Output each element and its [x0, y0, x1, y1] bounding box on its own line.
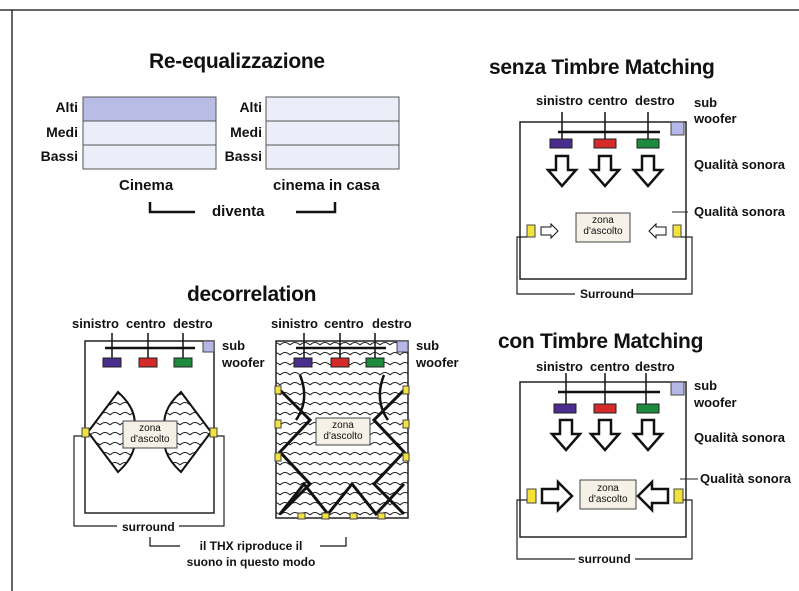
cinema-row-medi: Medi — [46, 124, 78, 140]
home-row-alti: Alti — [239, 99, 262, 115]
cinema-row-alti: Alti — [55, 99, 78, 115]
thx-caption: il THX riproduce il suono in questo modo — [184, 538, 318, 570]
with-tm-sub: sub — [694, 378, 718, 393]
without-tm-zone: zona d'ascolto — [576, 215, 630, 237]
zone-line-1: zona — [332, 420, 354, 431]
with-tm-title: con Timbre Matching — [498, 330, 704, 353]
decor-label-right: destro — [173, 316, 213, 331]
with-tm-label-center: centro — [590, 359, 630, 374]
thx-woofer: woofer — [416, 355, 459, 370]
without-tm-title: senza Timbre Matching — [489, 56, 715, 79]
with-tm-quality-side: Qualità sonora — [700, 471, 792, 486]
home-cinema-label: cinema in casa — [273, 177, 380, 194]
diventa-bracket — [148, 202, 337, 214]
without-tm-quality-front: Qualità sonora — [694, 157, 786, 172]
decor-woofer: woofer — [222, 355, 265, 370]
reeq-title: Re-equalizzazione — [149, 50, 325, 73]
with-tm-quality-front: Qualità sonora — [694, 430, 786, 445]
cinema-label: Cinema — [119, 177, 174, 194]
without-tm-surround: Surround — [580, 287, 634, 301]
decor-surround: surround — [122, 520, 175, 534]
home-row-medi: Medi — [230, 124, 262, 140]
thx-caption-line-2: suono in questo modo — [186, 555, 316, 569]
with-tm-woofer: woofer — [694, 395, 737, 410]
without-tm-quality-side: Qualità sonora — [694, 204, 786, 219]
zone-line-2: d'ascolto — [130, 434, 170, 445]
decor-label-center: centro — [126, 316, 166, 331]
outer-frame — [0, 9, 799, 591]
thx-diagram — [274, 333, 410, 520]
thx-label-center: centro — [324, 316, 364, 331]
zone-line-1: zona — [597, 483, 619, 494]
decorrelation-title: decorrelation — [187, 283, 317, 306]
zone-line-2: d'ascolto — [583, 226, 623, 237]
reeq-home-table — [265, 96, 400, 170]
zone-line-2: d'ascolto — [323, 431, 363, 442]
thx-sub: sub — [416, 338, 440, 353]
diventa-label: diventa — [212, 203, 265, 220]
home-row-bassi: Bassi — [224, 148, 262, 164]
thx-label-right: destro — [372, 316, 412, 331]
decor-zone: zona d'ascolto — [123, 423, 177, 445]
without-tm-sub: sub — [694, 95, 718, 110]
without-tm-diagram — [516, 112, 693, 295]
thx-label-left: sinistro — [271, 316, 318, 331]
without-tm-label-center: centro — [588, 93, 628, 108]
thx-zone: zona d'ascolto — [316, 420, 370, 442]
thx-caption-line-1: il THX riproduce il — [199, 539, 303, 553]
without-tm-woofer: woofer — [694, 111, 737, 126]
decor-sub: sub — [222, 338, 246, 353]
reeq-cinema-table — [82, 96, 217, 170]
thx-bracket — [149, 537, 347, 547]
cinema-row-bassi: Bassi — [40, 148, 78, 164]
zone-line-1: zona — [139, 423, 161, 434]
zone-line-1: zona — [592, 215, 614, 226]
decorrelation-diagram — [73, 333, 225, 527]
zone-line-2: d'ascolto — [588, 494, 628, 505]
without-tm-label-left: sinistro — [536, 93, 583, 108]
with-tm-label-right: destro — [635, 359, 675, 374]
with-tm-surround: surround — [578, 552, 631, 566]
with-tm-zone: zona d'ascolto — [580, 483, 636, 505]
with-tm-diagram — [516, 373, 698, 560]
without-tm-label-right: destro — [635, 93, 675, 108]
with-tm-label-left: sinistro — [536, 359, 583, 374]
decor-label-left: sinistro — [72, 316, 119, 331]
